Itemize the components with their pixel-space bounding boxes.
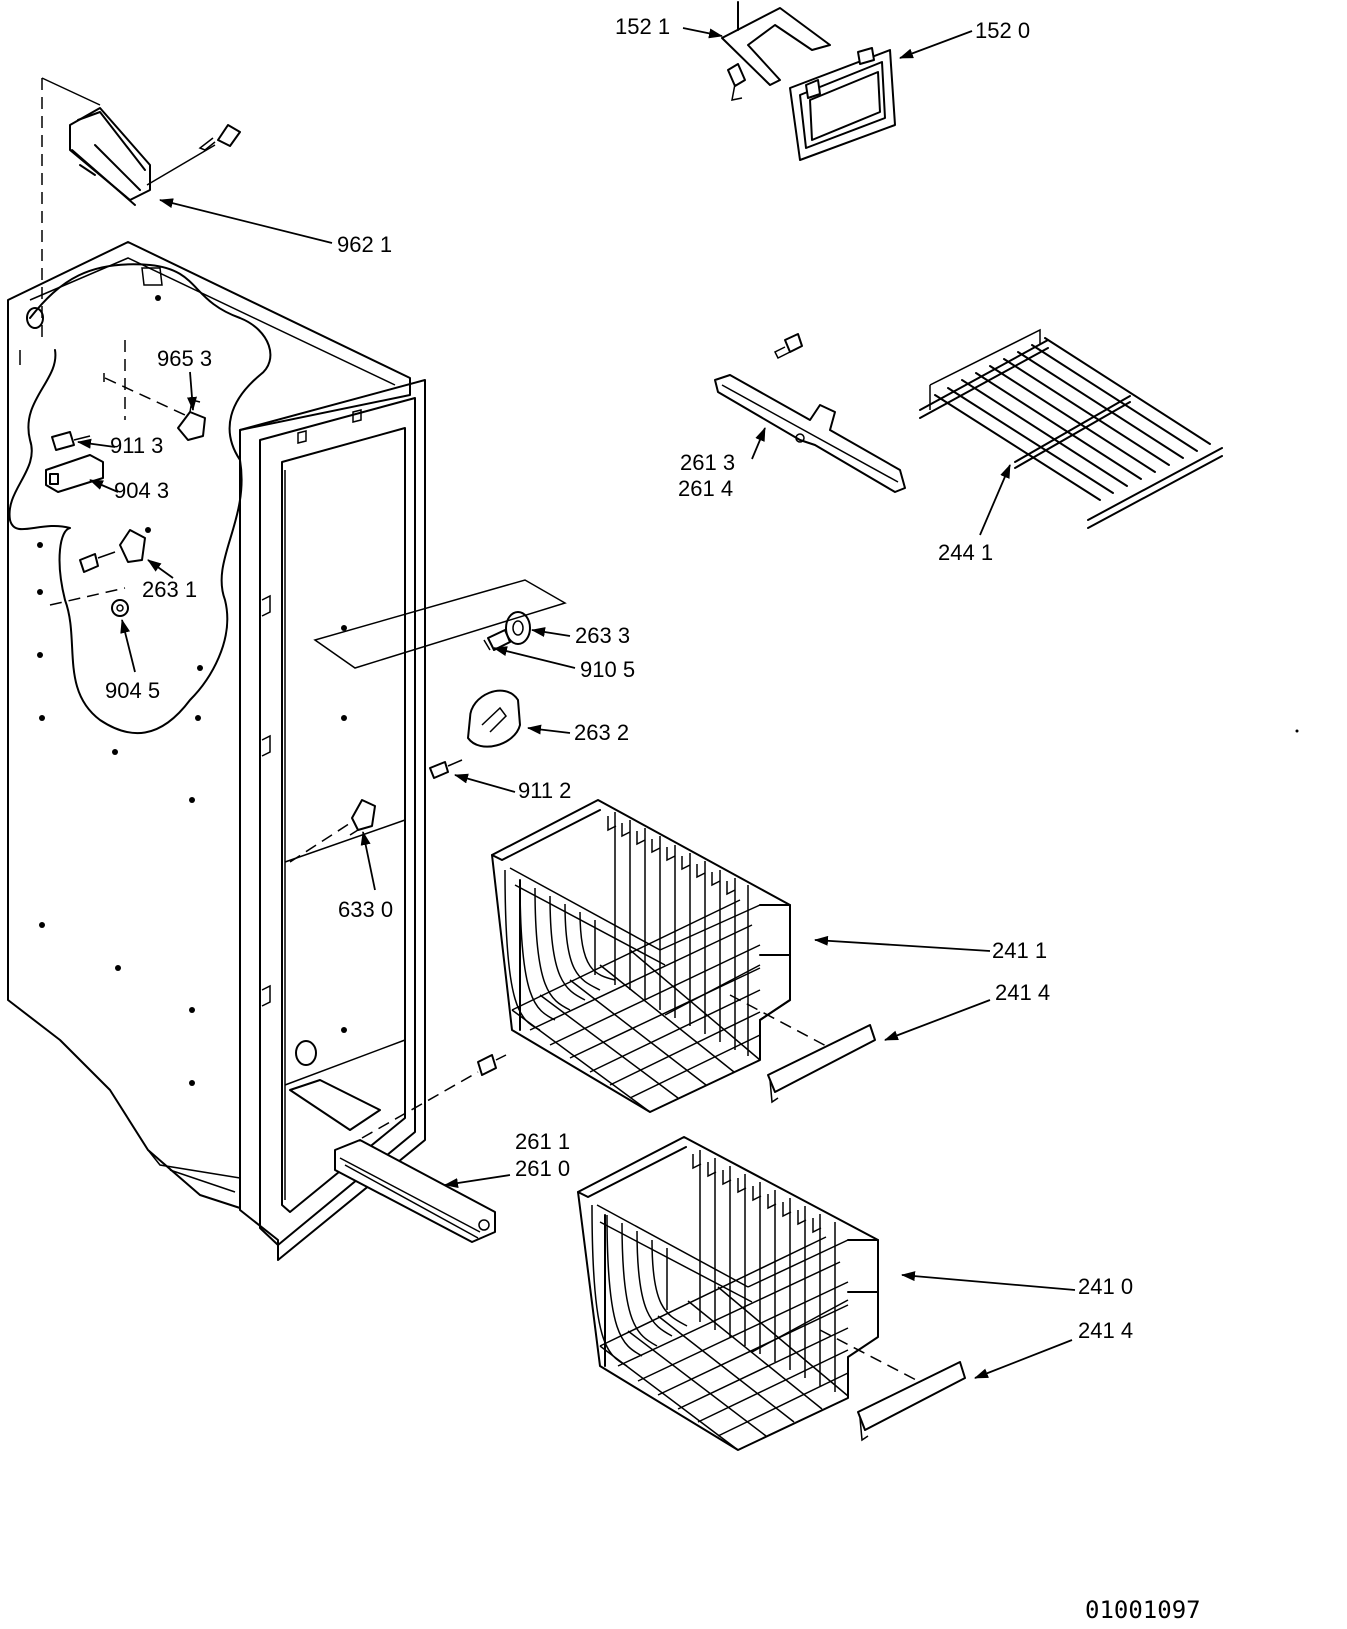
basket-front-bar-upper-part — [767, 1024, 876, 1104]
label-962-1: 962 1 — [337, 232, 392, 257]
label-904-5: 904 5 — [105, 678, 160, 703]
label-263-1: 263 1 — [142, 577, 197, 602]
shelf-support-261-part — [714, 333, 906, 493]
switch-633-0-part — [349, 799, 376, 836]
roller-263-2-part — [429, 689, 521, 779]
label-244-1: 244 1 — [938, 540, 993, 565]
wire-basket-241-1-part — [491, 799, 791, 1113]
label-633-0: 633 0 — [338, 897, 393, 922]
cover-152-0-part — [789, 47, 896, 161]
leader-arrows — [77, 27, 1076, 1379]
label-911-3: 911 3 — [110, 433, 163, 458]
label-904-3: 904 3 — [114, 478, 169, 503]
bracket-152-1-part — [721, 1, 831, 101]
grommet-904-5-part — [111, 599, 129, 617]
label-261-3: 261 3 — [680, 450, 735, 475]
block-904-3-part — [45, 454, 104, 493]
label-263-2: 263 2 — [574, 720, 629, 745]
wire-basket-241-0-part — [577, 1136, 879, 1451]
thermostat-clip-part — [177, 399, 206, 441]
basket-front-bar-lower-part — [857, 1361, 966, 1442]
wire-shelf-244-1-part — [919, 328, 1223, 529]
label-152-0: 152 0 — [975, 18, 1030, 43]
label-911-2: 911 2 — [518, 778, 571, 803]
label-241-4-upper: 241 4 — [995, 980, 1050, 1005]
label-261-0: 261 0 — [515, 1156, 570, 1181]
label-263-3: 263 3 — [575, 623, 630, 648]
label-910-5: 910 5 — [580, 657, 635, 682]
screw-911-3-part — [51, 431, 91, 451]
roller-263-3-part — [483, 611, 531, 651]
label-261-4: 261 4 — [678, 476, 733, 501]
freezer-cabinet-liner — [7, 241, 426, 1261]
label-152-1: 152 1 — [615, 14, 670, 39]
label-241-4-lower: 241 4 — [1078, 1318, 1133, 1343]
label-241-0: 241 0 — [1078, 1274, 1133, 1299]
clip-263-1-part — [79, 527, 151, 573]
front-rail-261-part — [334, 1054, 507, 1243]
label-241-1: 241 1 — [992, 938, 1047, 963]
top-bracket-part — [69, 107, 241, 206]
label-261-1: 261 1 — [515, 1129, 570, 1154]
drawing-number: 01001097 — [1085, 1596, 1201, 1624]
label-965-3: 965 3 — [157, 346, 212, 371]
